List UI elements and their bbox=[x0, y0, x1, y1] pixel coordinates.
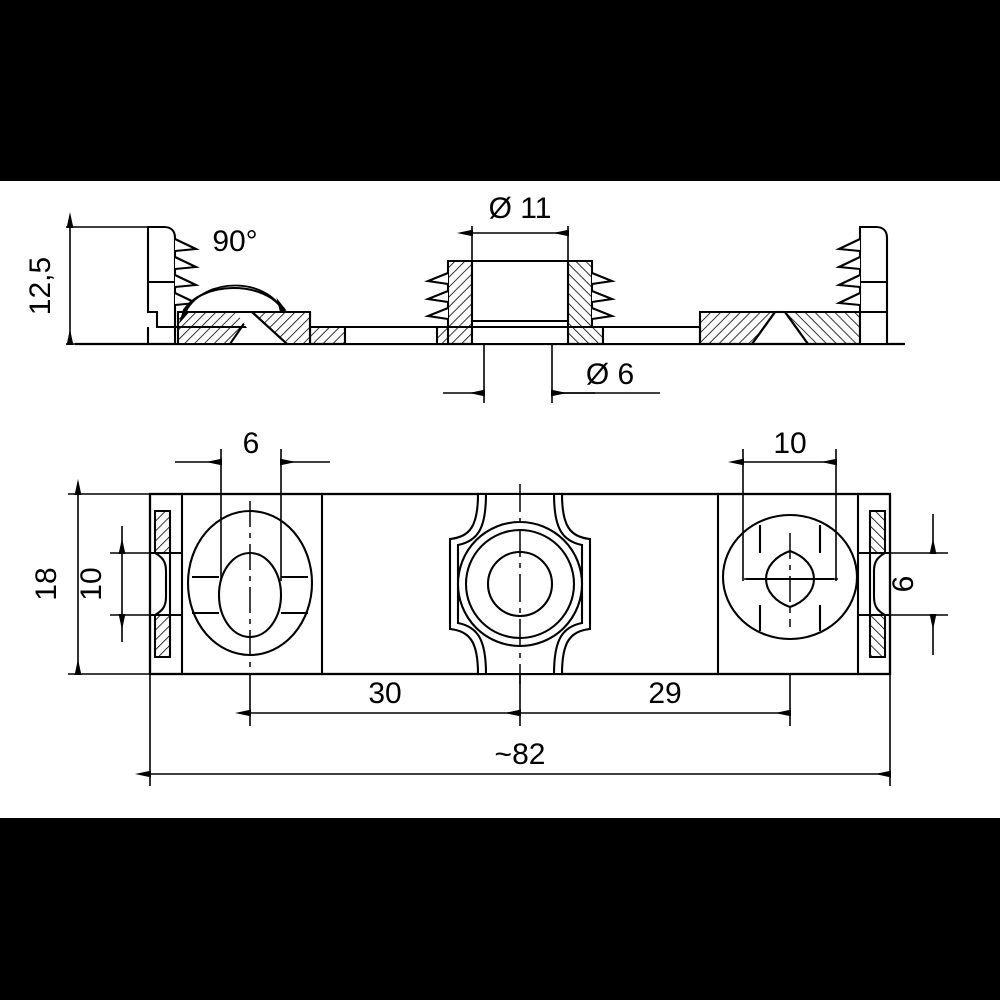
dimension-dia-6 bbox=[443, 344, 660, 403]
dimension-label-30: 30 bbox=[368, 677, 401, 710]
dimension-label-6-right: 6 bbox=[887, 576, 920, 593]
dimension-label-10-right: 10 bbox=[773, 427, 806, 460]
dimension-label-6-left: 6 bbox=[243, 427, 260, 460]
drawing-canvas: 12,5 90° Ø 11 bbox=[0, 181, 1000, 818]
section-view-geometry bbox=[75, 225, 905, 346]
plan-view-geometry bbox=[148, 484, 892, 684]
letterbox-bar-bottom bbox=[0, 818, 1000, 1000]
dimension-10-left bbox=[110, 526, 182, 642]
engineering-drawing-svg: 12,5 90° Ø 11 bbox=[24, 192, 948, 786]
dimension-6-right bbox=[858, 514, 948, 655]
dimension-dia-11 bbox=[457, 226, 569, 261]
central-boss-feature bbox=[448, 484, 592, 684]
dimension-10-right bbox=[728, 449, 837, 581]
dimension-12-5 bbox=[66, 212, 150, 345]
dimension-label-12-5: 12,5 bbox=[24, 257, 57, 315]
dimension-label-90: 90° bbox=[212, 225, 257, 258]
dimension-label-82: ~82 bbox=[495, 738, 546, 771]
dimension-18 bbox=[68, 479, 152, 675]
dimension-label-18: 18 bbox=[30, 567, 63, 600]
dimension-30-29-chain bbox=[235, 674, 791, 726]
dimension-82-overall bbox=[135, 674, 891, 786]
dimension-90-degrees bbox=[178, 284, 287, 325]
dimension-6-left bbox=[175, 449, 330, 581]
dimension-label-dia-11: Ø 11 bbox=[489, 192, 552, 225]
dimension-label-10-left: 10 bbox=[75, 567, 108, 600]
letterbox-bar-top bbox=[0, 0, 1000, 181]
dimension-label-29: 29 bbox=[648, 677, 681, 710]
dimension-label-dia-6: Ø 6 bbox=[586, 358, 634, 391]
